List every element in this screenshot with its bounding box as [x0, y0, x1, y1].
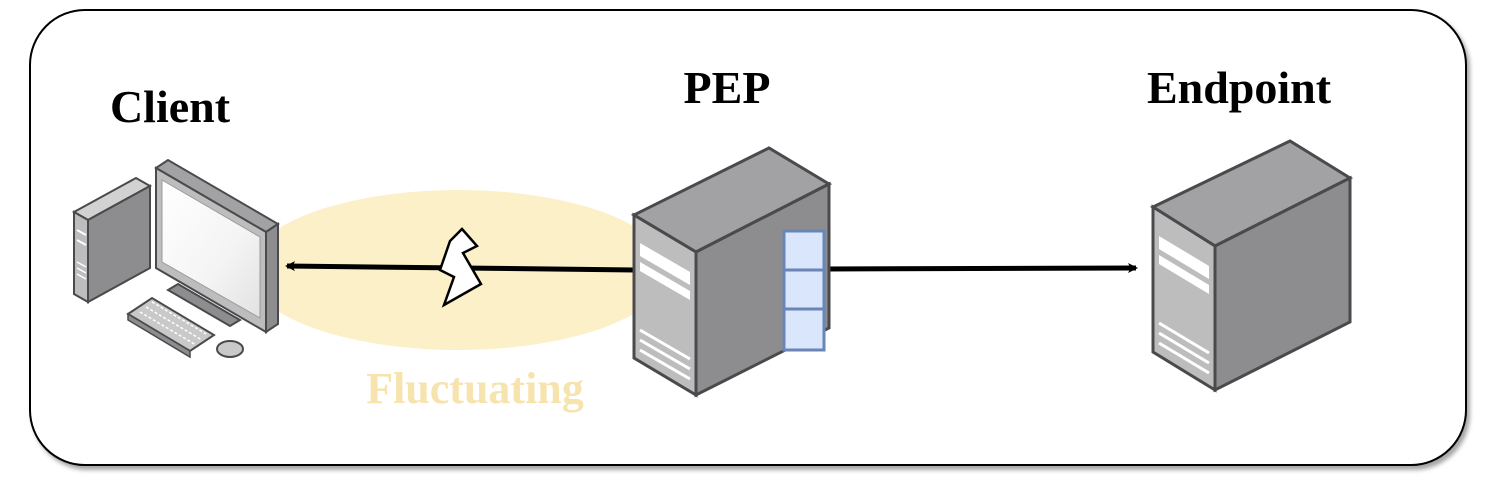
client-monitor — [154, 158, 280, 334]
fluctuating-label: Fluctuating — [366, 364, 584, 413]
lightning-bolt-icon — [438, 227, 483, 308]
client-tower — [71, 176, 153, 304]
buffer-slot — [782, 229, 826, 272]
queue-buffer-icon — [782, 229, 826, 352]
client-mouse — [216, 340, 244, 358]
server-tower-icon — [1149, 139, 1354, 393]
client-label: Client — [110, 81, 231, 132]
endpoint-label: Endpoint — [1147, 62, 1332, 113]
pep-label: PEP — [684, 62, 771, 113]
endpoint-server — [1149, 139, 1354, 393]
buffer-slot — [782, 268, 826, 311]
buffer-slot — [782, 307, 826, 352]
client-keyboard — [126, 296, 216, 359]
edge-pep-endpoint — [824, 263, 1138, 274]
desktop-computer-icon — [71, 158, 280, 359]
